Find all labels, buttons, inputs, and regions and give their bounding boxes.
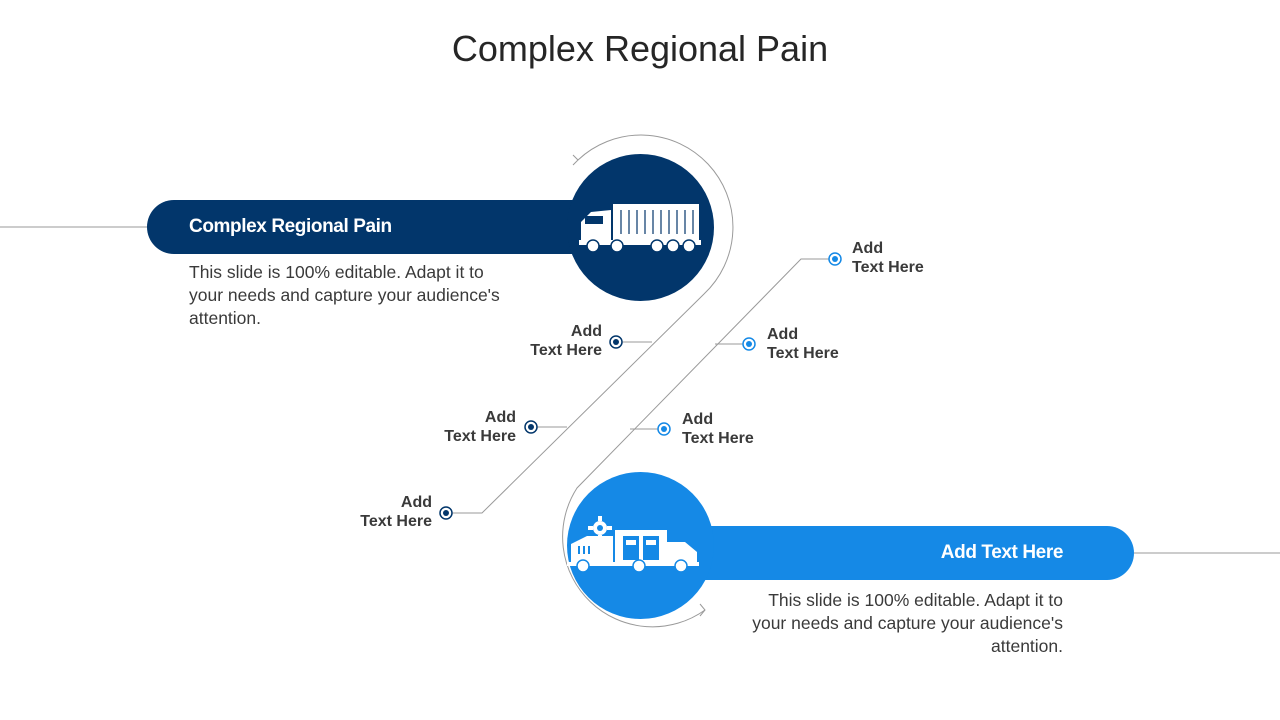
left-dot-3 <box>439 506 453 520</box>
top-banner <box>147 200 627 254</box>
left-point-1-line2: Text Here <box>530 342 602 359</box>
right-point-1-line1: Add <box>852 240 884 257</box>
top-arrow-icon <box>572 154 579 166</box>
bottom-banner <box>655 526 1134 580</box>
right-point-label-3: Add Text Here <box>682 410 802 448</box>
bottom-arrow-icon <box>699 603 706 617</box>
left-point-label-1: Add Text Here <box>482 322 602 360</box>
bottom-circle <box>567 472 714 619</box>
top-path-arc <box>452 134 734 514</box>
right-dot-1 <box>828 252 842 266</box>
right-point-label-2: Add Text Here <box>767 325 887 363</box>
bottom-path-arc <box>562 258 830 628</box>
cargo-vehicle-icon <box>567 516 699 573</box>
left-point-1-line1: Add <box>570 323 602 340</box>
left-dot-2 <box>524 420 538 434</box>
bottom-description: This slide is 100% editable. Adapt it to… <box>752 590 1063 656</box>
right-point-2-line1: Add <box>767 326 799 343</box>
right-point-3-line1: Add <box>682 411 714 428</box>
top-circle <box>567 154 714 301</box>
left-dot-1 <box>609 335 623 349</box>
right-point-label-1: Add Text Here <box>852 239 972 277</box>
left-point-2-line1: Add <box>484 409 516 426</box>
right-point-3-line2: Text Here <box>682 430 754 447</box>
right-point-2-line2: Text Here <box>767 345 839 362</box>
left-point-3-line2: Text Here <box>360 513 432 530</box>
right-dot-2 <box>742 337 756 351</box>
left-point-label-3: Add Text Here <box>312 493 432 531</box>
bottom-banner-heading: Add Text Here <box>940 542 1064 563</box>
right-point-1-line2: Text Here <box>852 259 924 276</box>
left-point-3-line1: Add <box>400 494 432 511</box>
truck-icon <box>579 204 701 253</box>
left-point-label-2: Add Text Here <box>396 408 516 446</box>
top-banner-heading: Complex Regional Pain <box>189 216 392 237</box>
slide-title: Complex Regional Pain <box>451 28 829 69</box>
left-point-2-line2: Text Here <box>444 428 516 445</box>
right-dot-3 <box>657 422 671 436</box>
top-description: This slide is 100% editable. Adapt it to… <box>189 262 500 328</box>
